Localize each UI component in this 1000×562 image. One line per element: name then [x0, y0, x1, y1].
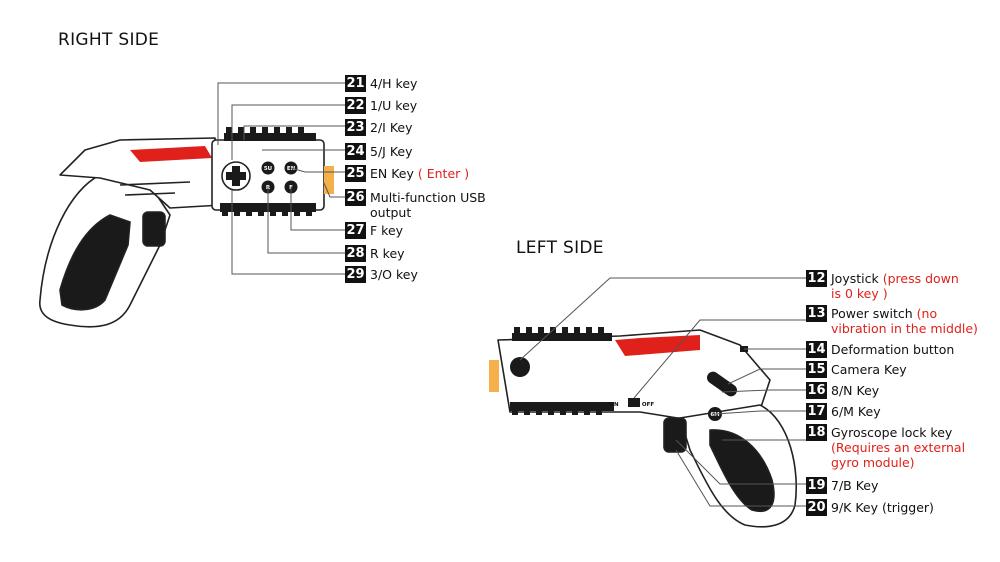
label-12-note: (press down: [882, 271, 959, 286]
right-gun-top-rail: [224, 127, 316, 141]
label-25: 25 EN Key ( Enter ): [345, 165, 469, 182]
left-gun-top-rail: [512, 327, 612, 341]
label-17: 17 6/M Key: [806, 403, 881, 420]
label-15-text: Camera Key: [831, 362, 907, 377]
label-29: 29 3/O key: [345, 266, 418, 283]
left-gun-red-stripe: [615, 335, 700, 356]
left-gun-joystick: [510, 357, 530, 377]
label-27-number: 27: [345, 222, 366, 239]
label-19: 19 7/B Key: [806, 477, 878, 494]
label-14-number: 14: [806, 341, 827, 358]
label-16-text: 8/N Key: [831, 383, 880, 398]
label-18-number: 18: [806, 424, 827, 441]
label-20-text: 9/K Key (trigger): [831, 500, 934, 515]
right-gun-muzzle: [324, 166, 334, 194]
label-19-number: 19: [806, 477, 827, 494]
left-gun-6m-glyph: 6M: [710, 412, 719, 418]
left-leader-lines: [519, 277, 806, 507]
left-gun-power-switch: [628, 398, 640, 407]
label-26-text: Multi-function USB: [370, 190, 486, 205]
right-gun-5u-glyph: 5U: [264, 166, 272, 172]
label-26-number: 26: [345, 189, 366, 206]
label-23-number: 23: [345, 119, 366, 136]
label-24-text: 5/J Key: [370, 144, 413, 159]
left-gun-camera-key: [706, 371, 738, 397]
label-15-number: 15: [806, 361, 827, 378]
label-13-text: Power switch: [831, 306, 913, 321]
label-18-note: (Requires an external: [831, 440, 966, 455]
label-20: 20 9/K Key (trigger): [806, 499, 934, 516]
label-17-text: 6/M Key: [831, 404, 881, 419]
label-14: 14 Deformation button: [806, 341, 954, 358]
label-22-number: 22: [345, 97, 366, 114]
left-gun-bottom-rail: [510, 402, 614, 415]
label-28-text: R key: [370, 246, 405, 261]
label-16-number: 16: [806, 382, 827, 399]
label-12-note-line2: is 0 key ): [831, 286, 888, 301]
label-13-note: (no: [916, 306, 938, 321]
label-28-number: 28: [345, 245, 366, 262]
right-gun-trigger: [142, 211, 166, 247]
label-19-text: 7/B Key: [831, 478, 879, 493]
label-24-number: 24: [345, 143, 366, 160]
label-13-number: 13: [806, 305, 827, 322]
label-25-text: EN Key: [370, 166, 414, 181]
label-29-number: 29: [345, 266, 366, 283]
right-gun-en-glyph: EN: [287, 166, 296, 172]
right-gun-dpad: [221, 161, 251, 191]
right-leader-lines: [217, 82, 345, 275]
label-29-text: 3/O key: [370, 267, 418, 282]
label-12-number: 12: [806, 270, 827, 287]
label-12-text: Joystick: [831, 271, 879, 286]
right-gun-grip-panel: [59, 214, 131, 311]
label-22: 22 1/U key: [345, 97, 417, 114]
left-side-title: LEFT SIDE: [516, 238, 604, 258]
label-28: 28 R key: [345, 245, 405, 262]
left-gun-muzzle: [489, 360, 499, 392]
label-25-note: ( Enter ): [417, 166, 470, 181]
label-26-text-line2: output: [370, 205, 412, 220]
label-21: 21 4/H key: [345, 75, 417, 92]
label-13-note-line2: vibration in the middle): [831, 321, 978, 336]
label-21-text: 4/H key: [370, 76, 418, 91]
label-16: 16 8/N Key: [806, 382, 879, 399]
left-gun: [489, 327, 798, 528]
label-17-number: 17: [806, 403, 827, 420]
label-25-number: 25: [345, 165, 366, 182]
label-14-text: Deformation button: [831, 342, 955, 357]
right-side-title: RIGHT SIDE: [58, 30, 160, 50]
label-22-text: 1/U key: [370, 98, 418, 113]
label-20-number: 20: [806, 499, 827, 516]
label-23: 23 2/I Key: [345, 119, 413, 136]
label-23-text: 2/I Key: [370, 120, 413, 135]
left-gun-trigger: [663, 417, 687, 453]
label-18: 18 Gyroscope lock key(Requires an extern…: [806, 424, 965, 470]
right-gun-button-5u: [261, 161, 275, 175]
label-18-text: Gyroscope lock key: [831, 425, 953, 440]
label-27: 27 F key: [345, 222, 403, 239]
label-21-number: 21: [345, 75, 366, 92]
label-27-text: F key: [370, 223, 404, 238]
label-24: 24 5/J Key: [345, 143, 413, 160]
right-gun: [39, 127, 334, 328]
label-15: 15 Camera Key: [806, 361, 907, 378]
left-gun-switch-off: OFF: [642, 402, 654, 408]
left-gun-switch-on: ON: [609, 402, 619, 408]
right-gun-red-stripe: [130, 146, 212, 162]
label-18-note-line2: gyro module): [831, 455, 915, 470]
